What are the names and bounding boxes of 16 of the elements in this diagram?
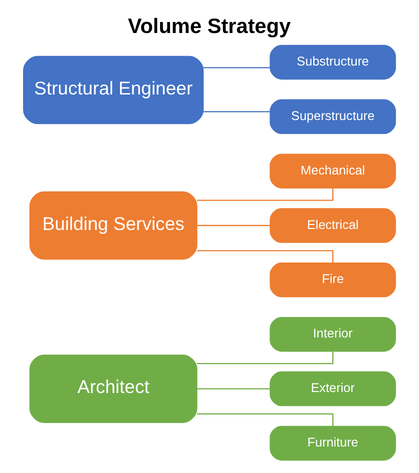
node-box: Architect: [29, 354, 198, 423]
node-box: Mechanical: [270, 154, 396, 188]
connector: [203, 111, 270, 112]
node-box: Electrical: [270, 208, 396, 243]
node-box: Fire: [270, 262, 396, 298]
node-box: Substructure: [270, 44, 396, 80]
connector: [203, 67, 270, 68]
node-box: Interior: [270, 316, 396, 352]
node-box: Superstructure: [270, 99, 396, 134]
node-box: Structural Engineer: [23, 56, 204, 124]
connector: [196, 388, 270, 390]
diagram-title: Volume Strategy: [128, 15, 291, 38]
node-box: Building Services: [29, 191, 198, 260]
node-box: Exterior: [270, 371, 396, 406]
node-box: Furniture: [270, 426, 396, 461]
connector: [196, 224, 270, 226]
